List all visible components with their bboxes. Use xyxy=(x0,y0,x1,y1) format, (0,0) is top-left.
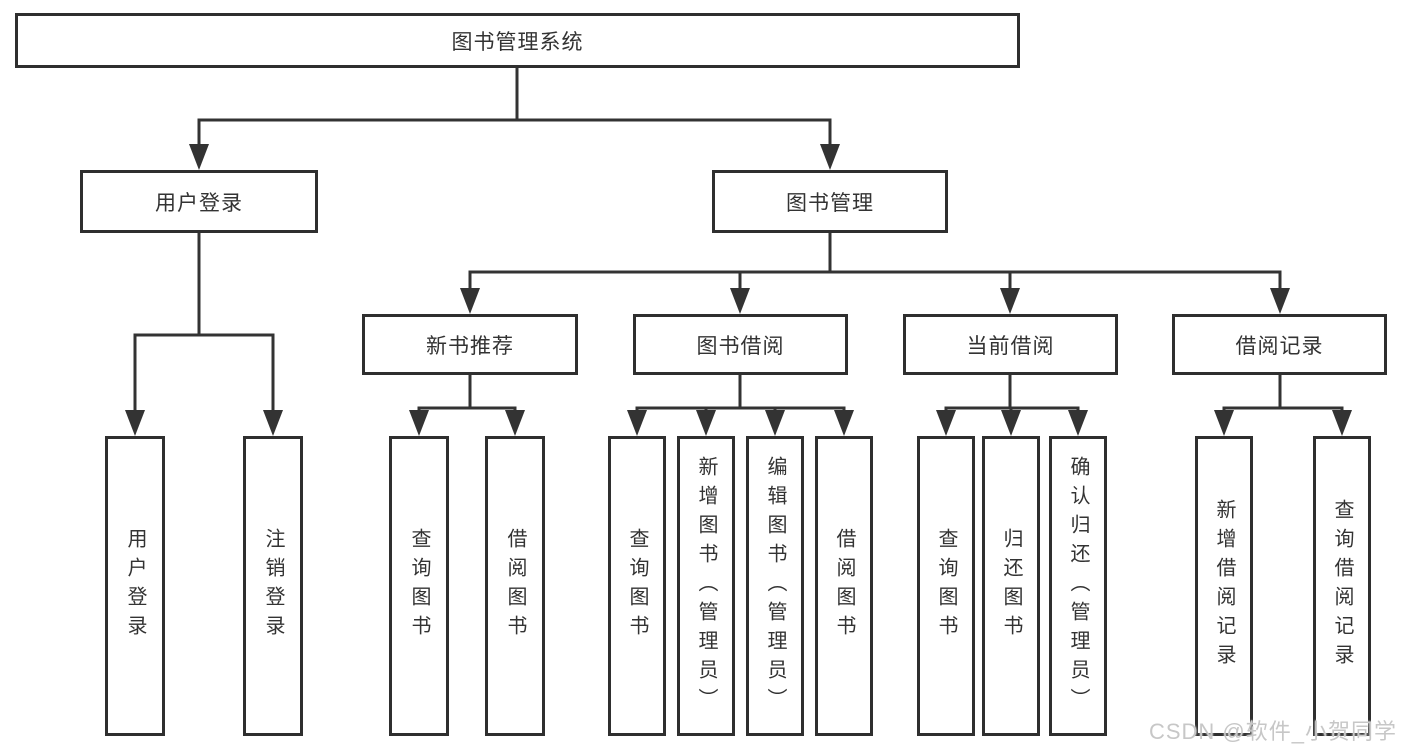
leaf-search-book-current-label: 查询图书 xyxy=(935,528,957,644)
leaf-borrow-book-recommend-label: 借阅图书 xyxy=(504,528,526,644)
node-current-borrowing: 当前借阅 xyxy=(903,314,1118,375)
leaf-search-book-recommend: 查询图书 xyxy=(389,436,449,736)
leaf-edit-book-admin: 编辑图书（管理员） xyxy=(746,436,804,736)
node-borrowing-records: 借阅记录 xyxy=(1172,314,1387,375)
leaf-borrow-book: 借阅图书 xyxy=(815,436,873,736)
node-book-management-branch-label: 图书管理 xyxy=(786,191,874,215)
leaf-search-book-recommend-label: 查询图书 xyxy=(408,528,430,644)
node-book-borrowing-label: 图书借阅 xyxy=(696,334,785,358)
node-user-login-branch-label: 用户登录 xyxy=(155,191,243,215)
leaf-search-book-borrowing-label: 查询图书 xyxy=(626,528,648,644)
leaf-logout-label: 注销登录 xyxy=(262,528,284,644)
node-book-management-branch: 图书管理 xyxy=(712,170,948,233)
leaf-search-borrow-record: 查询借阅记录 xyxy=(1313,436,1371,736)
node-book-borrowing: 图书借阅 xyxy=(633,314,848,375)
leaf-logout: 注销登录 xyxy=(243,436,303,736)
leaf-borrow-book-label: 借阅图书 xyxy=(833,528,855,644)
leaf-edit-book-admin-label: 编辑图书（管理员） xyxy=(764,455,786,717)
node-root-system-label: 图书管理系统 xyxy=(451,30,584,54)
watermark-text: CSDN @软件_小贺同学 xyxy=(1148,719,1397,744)
leaf-user-login-label: 用户登录 xyxy=(124,528,146,644)
leaf-search-book-current: 查询图书 xyxy=(917,436,975,736)
leaf-add-book-admin: 新增图书（管理员） xyxy=(677,436,735,736)
leaf-search-book-borrowing: 查询图书 xyxy=(608,436,666,736)
leaf-return-book: 归还图书 xyxy=(982,436,1040,736)
node-borrowing-records-label: 借阅记录 xyxy=(1235,334,1324,358)
leaf-add-borrow-record-label: 新增借阅记录 xyxy=(1213,499,1235,673)
leaf-confirm-return-admin-label: 确认归还（管理员） xyxy=(1067,455,1089,717)
leaf-borrow-book-recommend: 借阅图书 xyxy=(485,436,545,736)
node-user-login-branch: 用户登录 xyxy=(80,170,318,233)
node-new-book-recommend-label: 新书推荐 xyxy=(426,334,514,358)
leaf-add-book-admin-label: 新增图书（管理员） xyxy=(695,455,717,717)
node-new-book-recommend: 新书推荐 xyxy=(362,314,578,375)
node-root-system: 图书管理系统 xyxy=(15,13,1020,68)
node-current-borrowing-label: 当前借阅 xyxy=(966,334,1055,358)
leaf-add-borrow-record: 新增借阅记录 xyxy=(1195,436,1253,736)
leaf-search-borrow-record-label: 查询借阅记录 xyxy=(1331,499,1353,673)
leaf-return-book-label: 归还图书 xyxy=(1000,528,1022,644)
leaf-user-login: 用户登录 xyxy=(105,436,165,736)
arrowhead-icons xyxy=(125,144,1352,436)
leaf-confirm-return-admin: 确认归还（管理员） xyxy=(1049,436,1107,736)
